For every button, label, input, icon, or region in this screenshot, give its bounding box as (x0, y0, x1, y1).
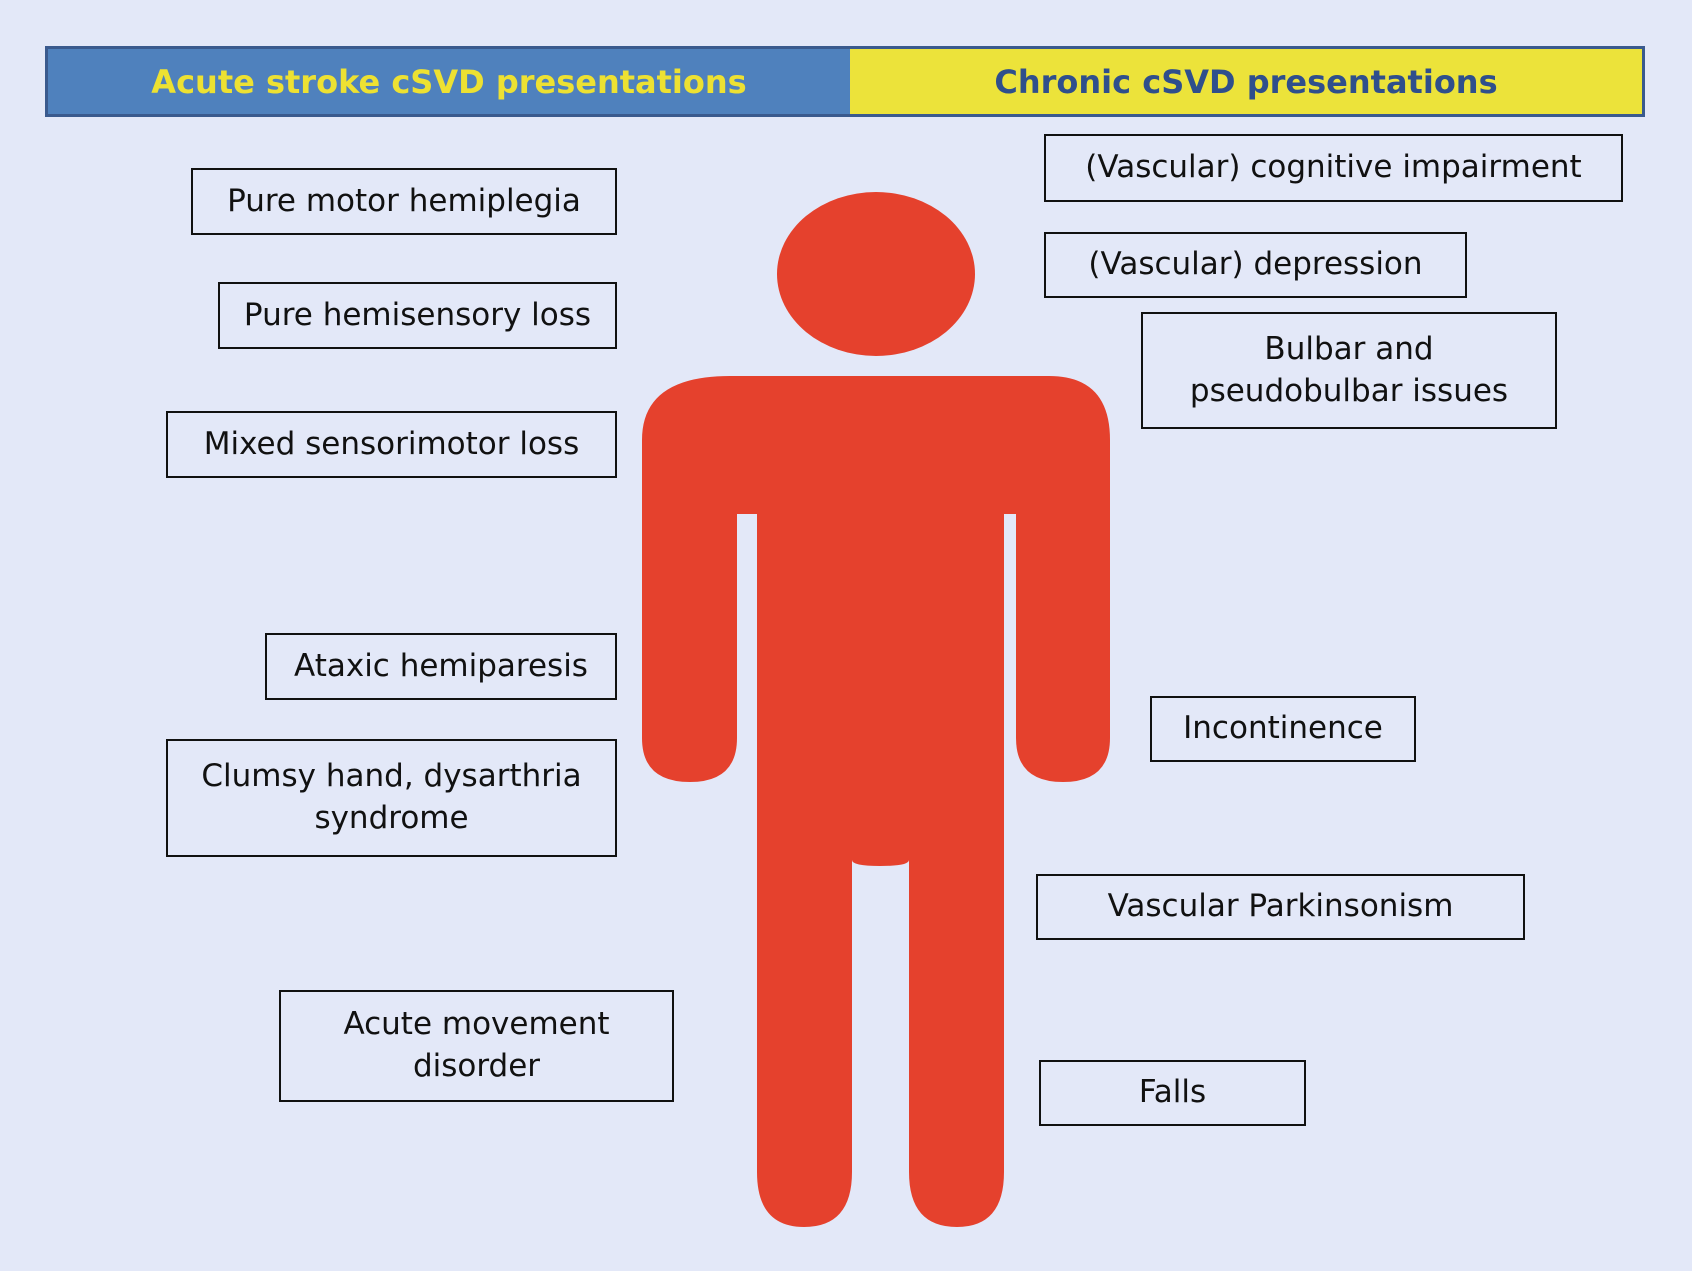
acute-presentation-box: Acute movement disorder (279, 990, 674, 1102)
acute-header: Acute stroke cSVD presentations (48, 49, 850, 114)
acute-presentation-label: Pure motor hemiplegia (227, 182, 581, 219)
acute-presentation-box: Mixed sensorimotor loss (166, 411, 617, 478)
chronic-presentation-box: Falls (1039, 1060, 1306, 1126)
acute-presentation-box: Pure motor hemiplegia (191, 168, 617, 235)
chronic-presentation-label: (Vascular) depression (1088, 246, 1423, 283)
chronic-presentation-label: Falls (1138, 1074, 1207, 1111)
header-bar: Acute stroke cSVD presentations Chronic … (45, 46, 1645, 117)
chronic-presentation-label: (Vascular) cognitive impairment (1085, 149, 1582, 186)
chronic-presentation-box: Incontinence (1150, 696, 1416, 762)
chronic-presentation-box: Bulbar and pseudobulbar issues (1141, 312, 1557, 429)
acute-presentation-label: Pure hemisensory loss (243, 296, 592, 333)
chronic-presentation-box: Vascular Parkinsonism (1036, 874, 1525, 940)
acute-presentation-label: Acute movement disorder (343, 1006, 610, 1084)
acute-presentation-box: Pure hemisensory loss (218, 282, 617, 349)
chronic-presentation-label: Bulbar and pseudobulbar issues (1189, 330, 1509, 409)
figure-head (777, 192, 975, 356)
chronic-presentation-label: Incontinence (1183, 710, 1383, 747)
chronic-presentation-box: (Vascular) depression (1044, 232, 1467, 298)
acute-presentation-label: Clumsy hand, dysarthria syndrome (201, 758, 582, 836)
acute-presentation-box: Ataxic hemiparesis (265, 633, 617, 700)
figure-torso-arms (642, 376, 1110, 1227)
person-figure (642, 192, 1110, 1227)
chronic-presentation-box: (Vascular) cognitive impairment (1044, 134, 1623, 202)
chronic-header: Chronic cSVD presentations (850, 49, 1642, 114)
chronic-presentation-label: Vascular Parkinsonism (1107, 888, 1454, 925)
acute-presentation-label: Mixed sensorimotor loss (203, 425, 580, 462)
acute-presentation-label: Ataxic hemiparesis (294, 647, 588, 684)
acute-presentation-box: Clumsy hand, dysarthria syndrome (166, 739, 617, 857)
